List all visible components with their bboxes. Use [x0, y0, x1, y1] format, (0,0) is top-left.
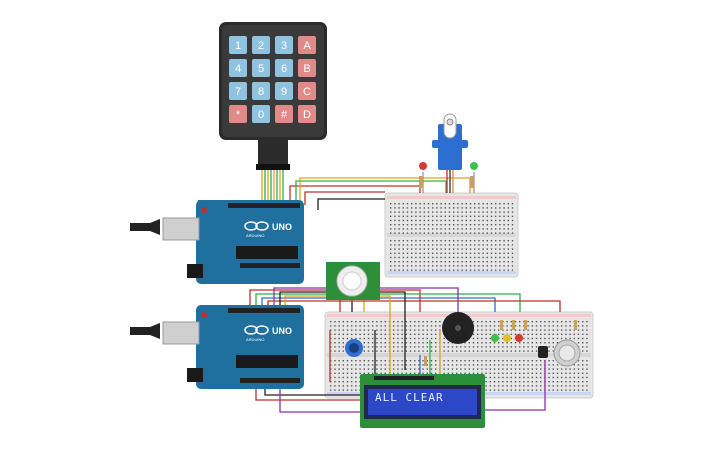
keypad-key-A[interactable]: A — [298, 36, 316, 54]
led-green-bottom[interactable] — [491, 334, 499, 342]
potentiometer[interactable] — [345, 339, 363, 357]
usb-port — [162, 321, 200, 345]
keypad-connector — [256, 164, 290, 170]
keypad-key-1[interactable]: 1 — [229, 36, 247, 54]
board-model-label: UNO — [272, 326, 292, 336]
keypad-key-2[interactable]: 2 — [252, 36, 270, 54]
svg-text:4: 4 — [235, 63, 241, 75]
svg-text:9: 9 — [281, 86, 287, 98]
power-jack — [187, 264, 203, 278]
svg-text:*: * — [236, 109, 241, 121]
arduino-bottom[interactable]: UNO ARDUINO — [130, 305, 304, 389]
usb-plug — [130, 219, 160, 235]
svg-text:#: # — [281, 109, 288, 121]
temperature-sensor[interactable] — [538, 346, 548, 358]
svg-text:7: 7 — [235, 86, 241, 98]
power-jack — [187, 368, 203, 382]
keypad-key-B[interactable]: B — [298, 59, 316, 77]
svg-text:D: D — [303, 109, 311, 121]
led-red-bottom[interactable] — [515, 334, 523, 342]
lcd-display[interactable]: ALL CLEAR — [360, 374, 485, 428]
keypad[interactable]: 1 2 3 A 4 5 6 B 7 8 9 C * 0 # D — [219, 22, 327, 170]
arduino-top[interactable]: UNO ARDUINO — [130, 200, 304, 284]
board-brand-label: ARDUINO — [246, 337, 264, 342]
keypad-key-4[interactable]: 4 — [229, 59, 247, 77]
breadboard-top[interactable] — [384, 192, 519, 278]
keypad-key-star[interactable]: * — [229, 105, 247, 123]
led-green-top[interactable] — [470, 162, 478, 170]
board-brand-label: ARDUINO — [246, 233, 264, 238]
servo-motor[interactable] — [432, 113, 468, 170]
keypad-key-0[interactable]: 0 — [252, 105, 270, 123]
lcd-message: ALL CLEAR — [375, 391, 444, 404]
svg-text:C: C — [303, 86, 311, 98]
svg-text:B: B — [303, 63, 310, 75]
led-yellow-bottom[interactable] — [503, 334, 511, 342]
usb-port — [162, 217, 200, 241]
reset-button[interactable] — [201, 207, 207, 213]
keypad-key-3[interactable]: 3 — [275, 36, 293, 54]
svg-text:8: 8 — [258, 86, 264, 98]
svg-text:A: A — [303, 40, 311, 52]
keypad-key-5[interactable]: 5 — [252, 59, 270, 77]
gas-sensor[interactable] — [553, 339, 581, 367]
svg-text:5: 5 — [258, 63, 264, 75]
led-red-top[interactable] — [419, 162, 427, 170]
atmega-chip — [236, 355, 298, 368]
keypad-key-8[interactable]: 8 — [252, 82, 270, 100]
keypad-key-7[interactable]: 7 — [229, 82, 247, 100]
atmega-chip — [236, 246, 298, 259]
piezo-buzzer[interactable] — [442, 312, 474, 344]
svg-text:6: 6 — [281, 63, 287, 75]
reset-button[interactable] — [201, 312, 207, 318]
board-model-label: UNO — [272, 222, 292, 232]
pir-sensor[interactable] — [326, 262, 380, 300]
svg-text:1: 1 — [235, 40, 241, 52]
usb-plug — [130, 323, 160, 339]
svg-text:0: 0 — [258, 109, 264, 121]
keypad-key-9[interactable]: 9 — [275, 82, 293, 100]
keypad-key-D[interactable]: D — [298, 105, 316, 123]
svg-text:3: 3 — [281, 40, 287, 52]
keypad-key-hash[interactable]: # — [275, 105, 293, 123]
keypad-key-6[interactable]: 6 — [275, 59, 293, 77]
arduino-logo — [244, 325, 269, 335]
keypad-key-C[interactable]: C — [298, 82, 316, 100]
lcd-screen — [368, 389, 477, 415]
arduino-logo — [244, 221, 269, 231]
resistors — [419, 176, 577, 366]
svg-text:2: 2 — [258, 40, 264, 52]
